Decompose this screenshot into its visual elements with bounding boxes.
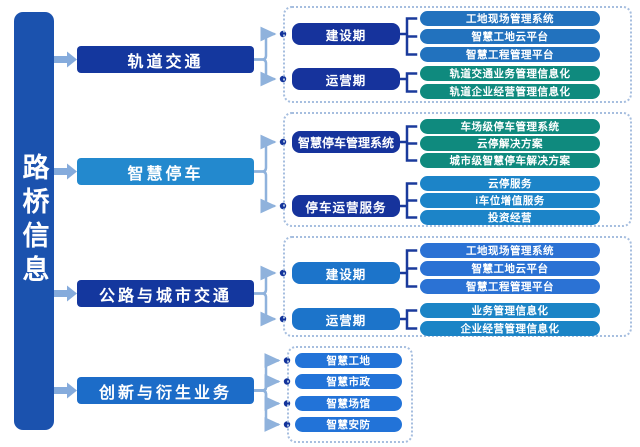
branch-smart-parking: 智慧停车	[77, 158, 254, 185]
group-frame-smart-parking	[283, 112, 632, 227]
leaf-node: 车场级停车管理系统	[420, 119, 600, 134]
stage-operation-highway: 运营期	[292, 308, 400, 330]
leaf-node: 轨道企业经营管理信息化	[420, 84, 600, 99]
stage-parking-operation-service: 停车运营服务	[292, 195, 400, 217]
leaf-node: i车位增值服务	[420, 193, 600, 208]
branch-rail-transit: 轨道交通	[77, 46, 254, 73]
group-frame-innovation	[287, 346, 413, 443]
leaf-node: 工地现场管理系统	[420, 11, 600, 26]
stage-construction-rail: 建设期	[292, 23, 400, 45]
leaf-node: 智慧工地	[295, 353, 402, 368]
branch-curve-connectors	[252, 26, 281, 432]
branch-innovation-derivative: 创新与衍生业务	[77, 377, 254, 404]
leaf-node: 云停服务	[420, 176, 600, 191]
stage-parking-mgmt-system: 智慧停车管理系统	[292, 131, 400, 153]
leaf-node: 智慧工地云平台	[420, 261, 600, 276]
group-frame-rail-transit	[283, 6, 632, 103]
leaf-node: 业务管理信息化	[420, 303, 600, 318]
leaf-node: 智慧工程管理平台	[420, 279, 600, 294]
leaf-node: 工地现场管理系统	[420, 243, 600, 258]
stage-construction-highway: 建设期	[292, 262, 400, 284]
leaf-node: 企业经营管理信息化	[420, 321, 600, 336]
root-node: 路桥信息	[14, 12, 54, 430]
leaf-node: 投资经营	[420, 210, 600, 225]
leaf-node: 智慧工程管理平台	[420, 47, 600, 62]
leaf-node: 云停解决方案	[420, 136, 600, 151]
leaf-node: 智慧场馆	[295, 396, 402, 411]
leaf-node: 智慧安防	[295, 417, 402, 432]
leaf-node: 城市级智慧停车解决方案	[420, 153, 600, 168]
group-frame-highway-traffic	[283, 236, 632, 337]
root-arrow-icons	[54, 51, 77, 399]
leaf-node: 智慧工地云平台	[420, 29, 600, 44]
leaf-node: 智慧市政	[295, 374, 402, 389]
stage-operation-rail: 运营期	[292, 68, 400, 90]
branch-highway-urban-traffic: 公路与城市交通	[77, 280, 254, 307]
leaf-node: 轨道交通业务管理信息化	[420, 66, 600, 81]
